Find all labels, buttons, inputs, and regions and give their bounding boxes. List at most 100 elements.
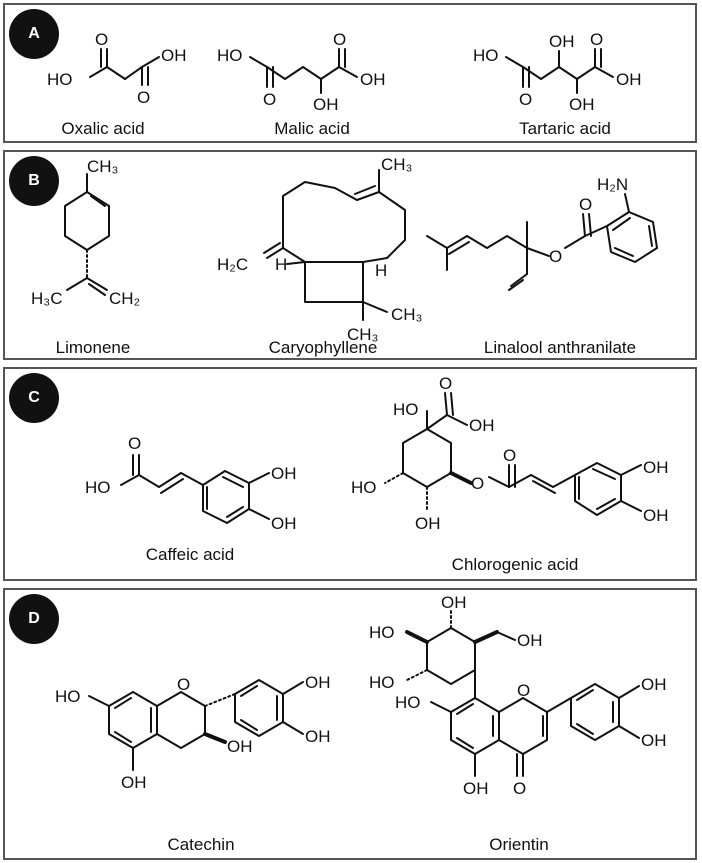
limonene-ch3: CH₃: [87, 157, 118, 176]
panel-b: B CH₃ H₃C CH₂ H₂C H: [3, 150, 697, 360]
orientin-structure-bond: [576, 689, 594, 701]
panel-c: C O HO OH OH: [3, 367, 697, 581]
limonene-structure: CH₃ H₃C CH₂: [31, 157, 140, 308]
catechin-structure-bond: [108, 691, 158, 749]
orientin-ho-left: HO: [395, 693, 421, 712]
orientin-structure-bond: [618, 685, 640, 699]
caffeic-o: O: [128, 434, 141, 453]
orientin-structure-bond: [496, 631, 516, 641]
chlorogenic-ho-left: HO: [351, 478, 377, 497]
orientin-structure-bond: [570, 683, 620, 741]
chlorogenic-acid-structure-bond: [620, 464, 642, 476]
oxalic-o-bottom: O: [137, 88, 150, 107]
panel-b-structures: CH₃ H₃C CH₂ H₂C H H CH₃ CH₃ CH₃: [31, 155, 658, 344]
panel-c-badge: C: [9, 373, 59, 423]
tartaric-oh-bottom: OH: [569, 95, 595, 114]
compound-name-catechin: Catechin: [167, 835, 235, 854]
chlorogenic-acid-structure-bond: [488, 476, 510, 488]
catechin-oh-bottom: OH: [121, 773, 147, 792]
caffeic-acid-structure-bond: [222, 476, 244, 488]
malic-oh-right: OH: [360, 70, 386, 89]
linalool-anthranilate-structure-bond: [584, 225, 608, 237]
caffeic-acid-structure-bond: [158, 472, 182, 488]
linalool-anthranilate-structure-bond: [614, 247, 634, 257]
chlorogenic-ho-top: HO: [393, 400, 419, 419]
limonene-h3c: H₃C: [31, 289, 62, 308]
linalool-anthranilate-structure-bond: [564, 235, 586, 249]
caryophyllene-structure-bond: [282, 181, 358, 219]
caffeic-acid-structure-bond: [248, 472, 270, 484]
linalool-anthranilate-structure-bond: [612, 217, 631, 231]
chlorogenic-acid-structure-bond: [508, 474, 532, 488]
caryophyllene-ch3-bottom: CH₃: [347, 325, 378, 344]
chlorogenic-acid-structure-bond: [384, 472, 404, 484]
catechin-oh-ring-top: OH: [305, 673, 331, 692]
orientin-structure-bond: [456, 703, 474, 715]
limonene-structure-bond: [90, 195, 106, 207]
chlorogenic-o-carbonyl: O: [503, 446, 516, 465]
chlorogenic-oh-ring-top: OH: [643, 458, 669, 477]
chlorogenic-acid-structure-bond: [446, 414, 468, 426]
orientin-structure-bond: [498, 697, 548, 755]
compound-name-malic-acid: Malic acid: [274, 119, 350, 138]
compound-name-orientin: Orientin: [489, 835, 549, 854]
limonene-structure-bond: [64, 191, 110, 251]
oxalic-acid-structure: O O HO OH: [47, 30, 187, 107]
tartaric-oh-right: OH: [616, 70, 642, 89]
panel-a-structures: O O HO OH HO O OH O OH HO: [47, 30, 642, 114]
orientin-structure-bond: [426, 627, 476, 685]
linalool-anthranilate-structure-bond: [582, 213, 586, 237]
caryophyllene-h-left: H: [275, 255, 287, 274]
tartaric-acid-structure-bond: [505, 56, 524, 68]
orientin-structure-bond: [450, 697, 500, 755]
linalool-anthranilate-structure-bond: [448, 241, 470, 255]
caryophyllene-structure-bond: [362, 301, 388, 313]
linalool-anthranilate-structure-bond: [466, 235, 528, 249]
catechin-structure-bond: [240, 719, 258, 731]
compound-name-limonene: Limonene: [55, 338, 131, 357]
chlorogenic-acid-structure-bond: [596, 498, 616, 510]
tartaric-oh-top: OH: [549, 32, 575, 51]
oxalic-acid-structure-bond: [141, 56, 160, 68]
compound-name-caryophyllene: Caryophyllene: [268, 338, 378, 357]
linalool-anthranilate-structure-bond: [624, 193, 630, 213]
chlorogenic-acid-structure-bond: [532, 480, 556, 494]
malic-o-left: O: [263, 90, 276, 109]
chlorogenic-acid-structure-bond: [444, 392, 448, 416]
compound-name-caffeic-acid: Caffeic acid: [145, 545, 235, 564]
tartaric-acid-structure-bond: [594, 66, 614, 78]
linalool-anthranilate-structure-bond: [648, 225, 653, 247]
caffeic-acid-structure-bond: [160, 478, 184, 494]
panel-d: D O HO OH OH OH OH: [3, 588, 697, 860]
caffeic-acid-structure-bond: [138, 474, 160, 488]
caffeic-oh-bottom: OH: [271, 514, 297, 533]
oxalic-ho: HO: [47, 70, 73, 89]
chlorogenic-oh-ring-bottom: OH: [643, 506, 669, 525]
chlorogenic-acid-structure-bond: [450, 392, 454, 416]
orientin-ho-lower: HO: [369, 673, 395, 692]
linalool-anthranilate-structure: O O H₂N: [426, 175, 658, 291]
linalool-o-ester: O: [549, 247, 562, 266]
catechin-oh-ring-bottom: OH: [305, 727, 331, 746]
orientin-structure: OH HO HO OH HO O OH O OH OH: [369, 593, 667, 798]
limonene-structure-bond: [88, 283, 106, 296]
linalool-anthranilate-structure-bond: [510, 273, 528, 287]
linalool-anthranilate-structure-bond: [446, 235, 468, 249]
oxalic-acid-structure-bond: [89, 66, 108, 78]
malic-acid-structure-bond: [249, 56, 268, 68]
tartaric-acid-structure: HO O OH OH O OH: [473, 30, 642, 114]
caryophyllene-structure-bond: [354, 185, 376, 195]
malic-o-right: O: [333, 30, 346, 49]
catechin-structure: O HO OH OH OH OH: [55, 673, 331, 792]
malic-acid-structure-bond: [266, 66, 340, 80]
catechin-structure-bond: [204, 693, 236, 707]
chlorogenic-acid-structure-bond: [402, 428, 452, 488]
tartaric-ho: HO: [473, 46, 499, 65]
catechin-structure-bond: [114, 697, 132, 709]
catechin-structure-bond: [240, 685, 258, 697]
orientin-oh-chain: OH: [517, 631, 543, 650]
caryophyllene-structure-bond: [266, 247, 284, 259]
caffeic-ho: HO: [85, 478, 111, 497]
linalool-h2n: H₂N: [597, 175, 628, 194]
oxalic-acid-structure-bond: [106, 66, 126, 80]
